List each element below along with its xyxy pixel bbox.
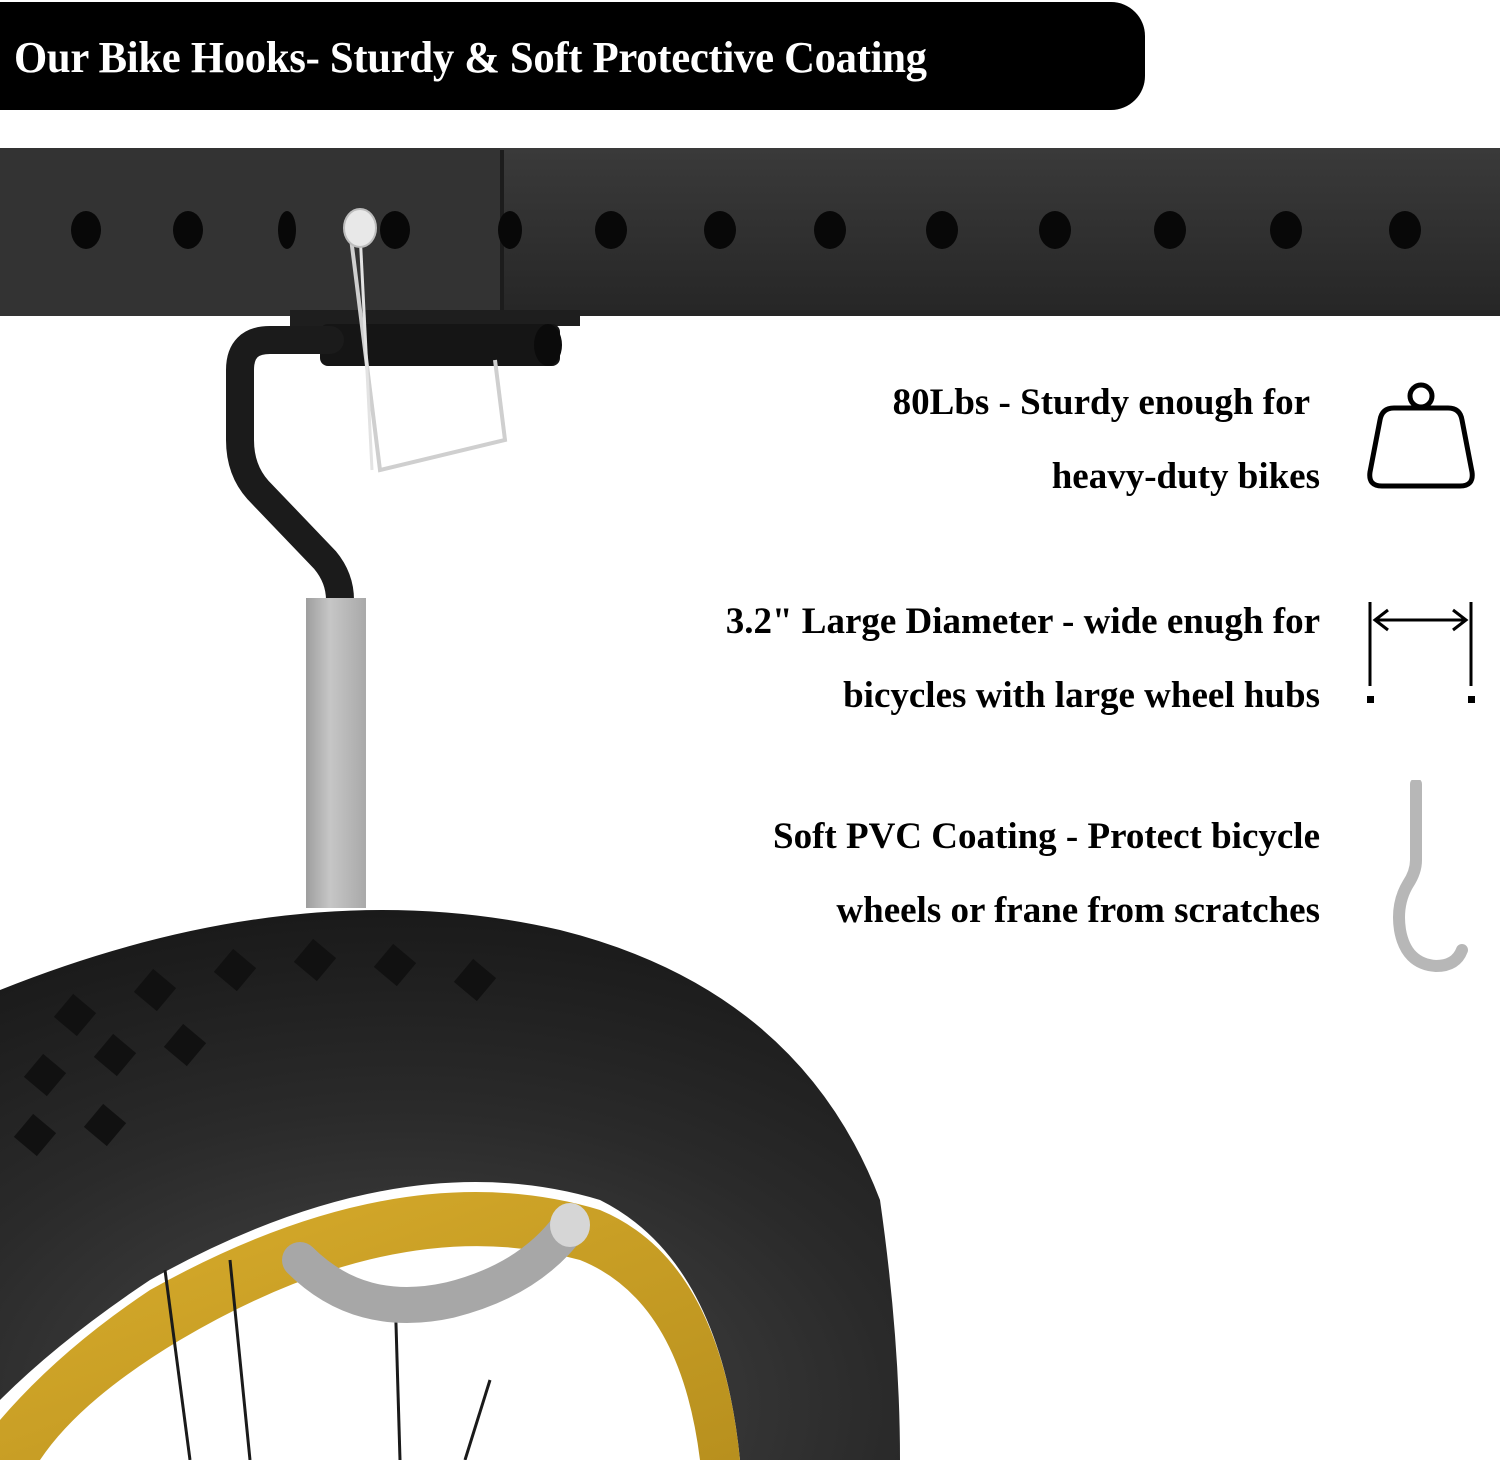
bike-tire xyxy=(0,910,900,1460)
feature-diameter-line2: bicycles with large wheel hubs xyxy=(843,675,1320,716)
feature-coating-line2: wheels or frane from scratches xyxy=(836,890,1320,931)
feature-weight-line2: heavy-duty bikes xyxy=(1051,456,1320,497)
feature-diameter-line1: 3.2" Large Diameter - wide enugh for xyxy=(725,601,1320,642)
title-banner: Our Bike Hooks- Sturdy & Soft Protective… xyxy=(0,2,1145,110)
width-measure-icon xyxy=(1367,602,1475,703)
weight-icon xyxy=(1367,382,1475,489)
feature-coating-line1: Soft PVC Coating - Protect bicycle xyxy=(773,816,1320,857)
feature-large-diameter: 3.2" Large Diameter - wide enugh for bic… xyxy=(726,585,1320,733)
locking-pin xyxy=(343,208,508,473)
hook-icon xyxy=(1393,780,1468,973)
rail xyxy=(0,148,1500,326)
feature-weight-capacity: 80Lbs - Sturdy enough for heavy-duty bik… xyxy=(892,366,1320,514)
feature-weight-line1: 80Lbs - Sturdy enough for xyxy=(892,382,1310,423)
hook-arm xyxy=(226,324,562,908)
banner-title: Our Bike Hooks- Sturdy & Soft Protective… xyxy=(14,33,927,82)
feature-pvc-coating: Soft PVC Coating - Protect bicycle wheel… xyxy=(773,800,1320,948)
